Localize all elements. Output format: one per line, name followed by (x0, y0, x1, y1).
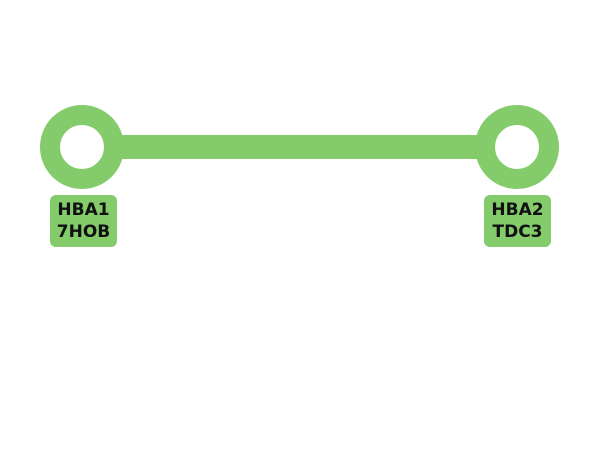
link-edge (82, 135, 518, 159)
node-label-line1: HBA1 (57, 200, 110, 220)
node-label-line2: TDC3 (492, 222, 543, 242)
node-circle-hba1[interactable] (40, 105, 124, 189)
node-label-hba2: HBA2 TDC3 (484, 195, 551, 247)
node-label-line1: HBA2 (491, 200, 544, 220)
node-label-hba1: HBA1 7HOB (50, 195, 117, 247)
node-label-line2: 7HOB (56, 222, 111, 242)
node-circle-hba2[interactable] (475, 105, 559, 189)
